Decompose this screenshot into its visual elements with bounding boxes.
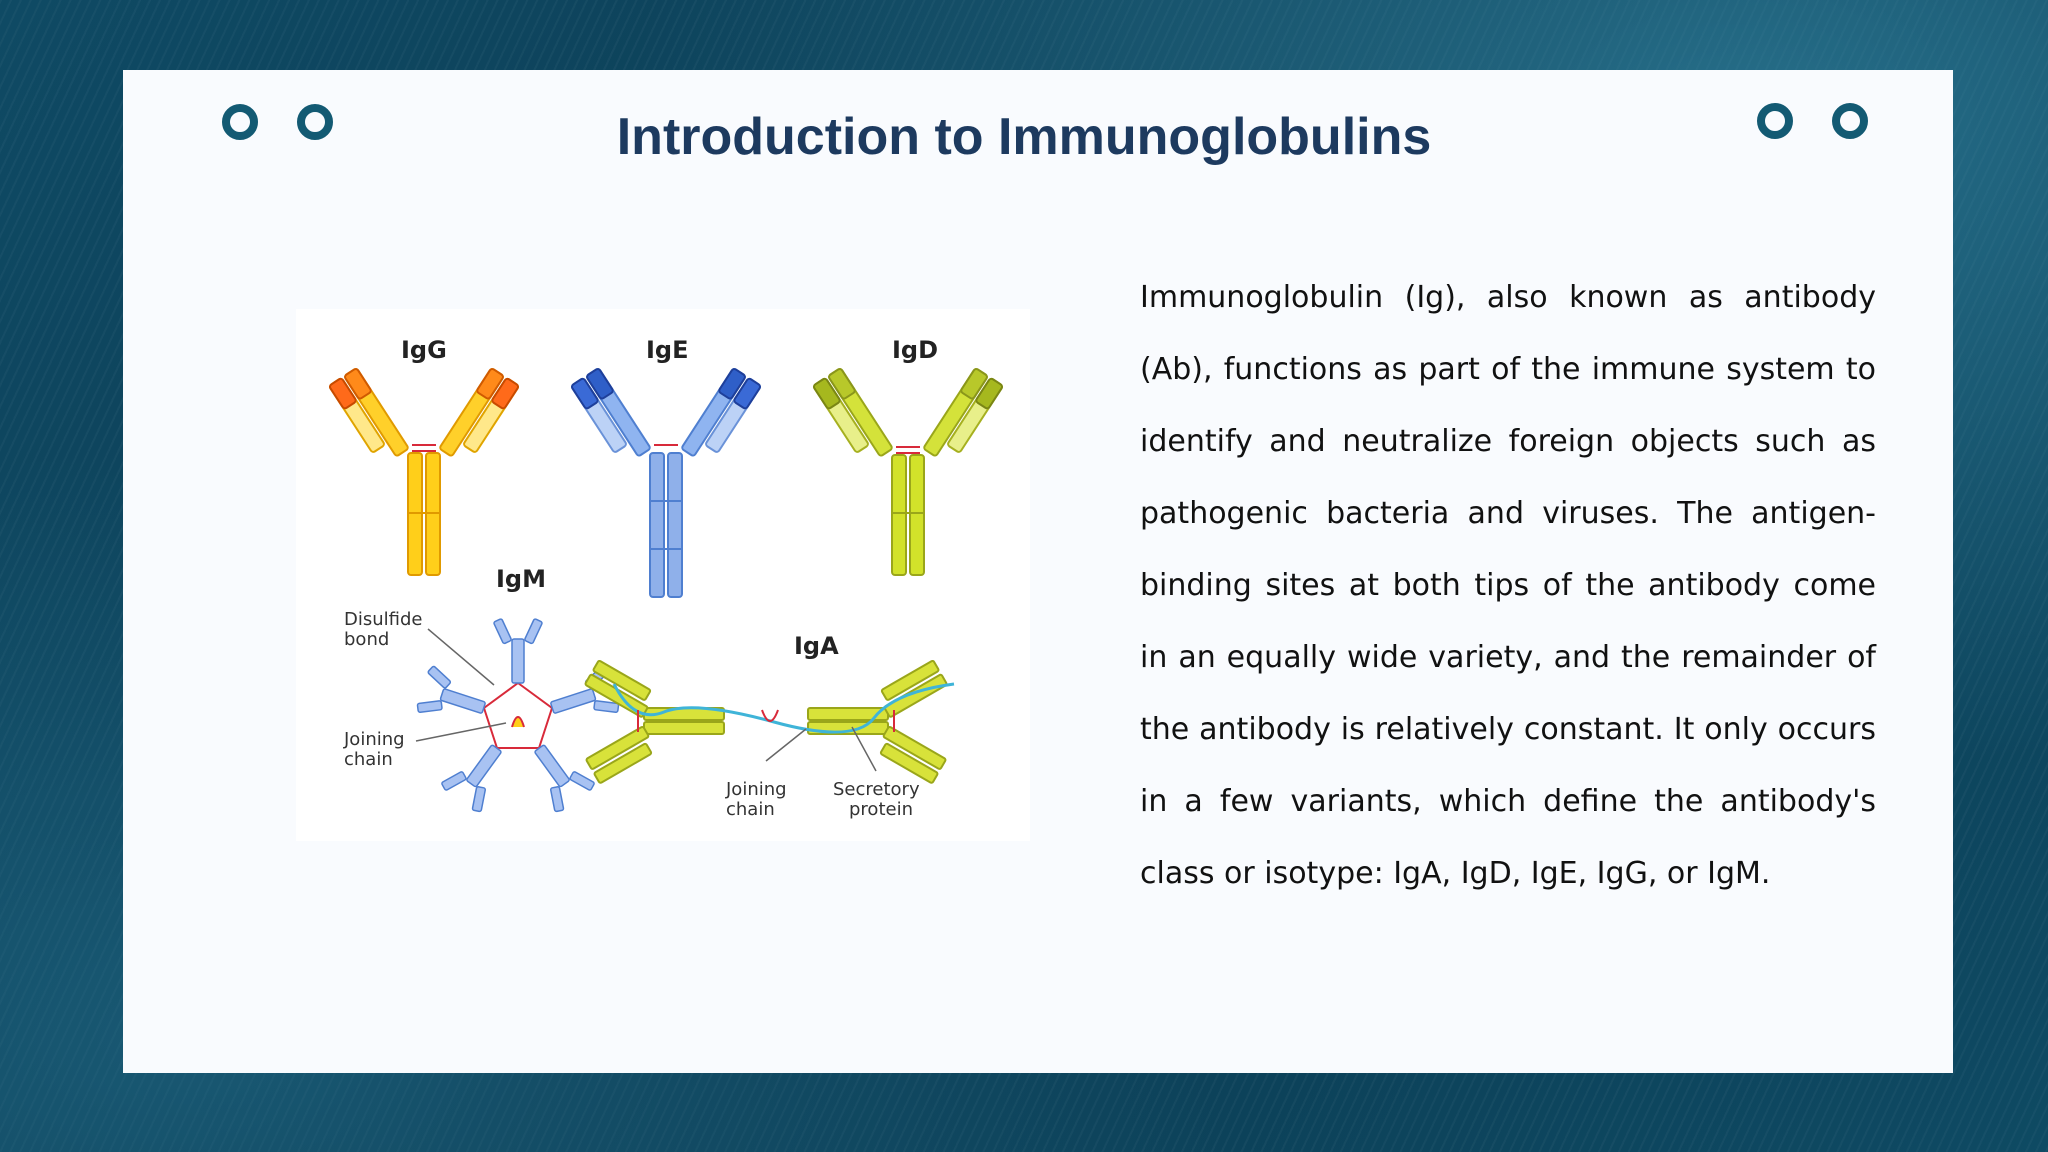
igm-chain-label: chain <box>344 749 393 770</box>
immunoglobulin-diagram: IgG IgE <box>296 309 1030 841</box>
disulfide-label: Disulfide <box>344 609 423 630</box>
iga-chain-label: chain <box>726 799 775 820</box>
ige-structure <box>571 368 761 598</box>
circle-dot-icon <box>1832 103 1868 139</box>
igm-joining-label: Joining <box>343 729 405 750</box>
iga-structure <box>584 659 955 784</box>
body-paragraph: Immunoglobulin (Ig), also known as antib… <box>1140 280 1876 891</box>
iga-joining-label: Joining <box>725 779 787 800</box>
igd-label: IgD <box>892 336 938 364</box>
circle-dot-icon <box>222 104 258 140</box>
iga-label: IgA <box>794 632 839 660</box>
ige-label: IgE <box>646 336 689 364</box>
protein-label: protein <box>849 799 913 820</box>
igg-label: IgG <box>401 336 447 364</box>
igm-structure <box>416 618 620 813</box>
bond-label: bond <box>344 629 389 650</box>
circle-dot-icon <box>297 104 333 140</box>
igg-structure <box>329 368 519 576</box>
secretory-label: Secretory <box>833 779 920 800</box>
slide-title: Introduction to Immunoglobulins <box>616 108 1432 166</box>
igm-label: IgM <box>496 565 546 593</box>
igd-structure <box>813 368 1003 576</box>
circle-dot-icon <box>1757 103 1793 139</box>
